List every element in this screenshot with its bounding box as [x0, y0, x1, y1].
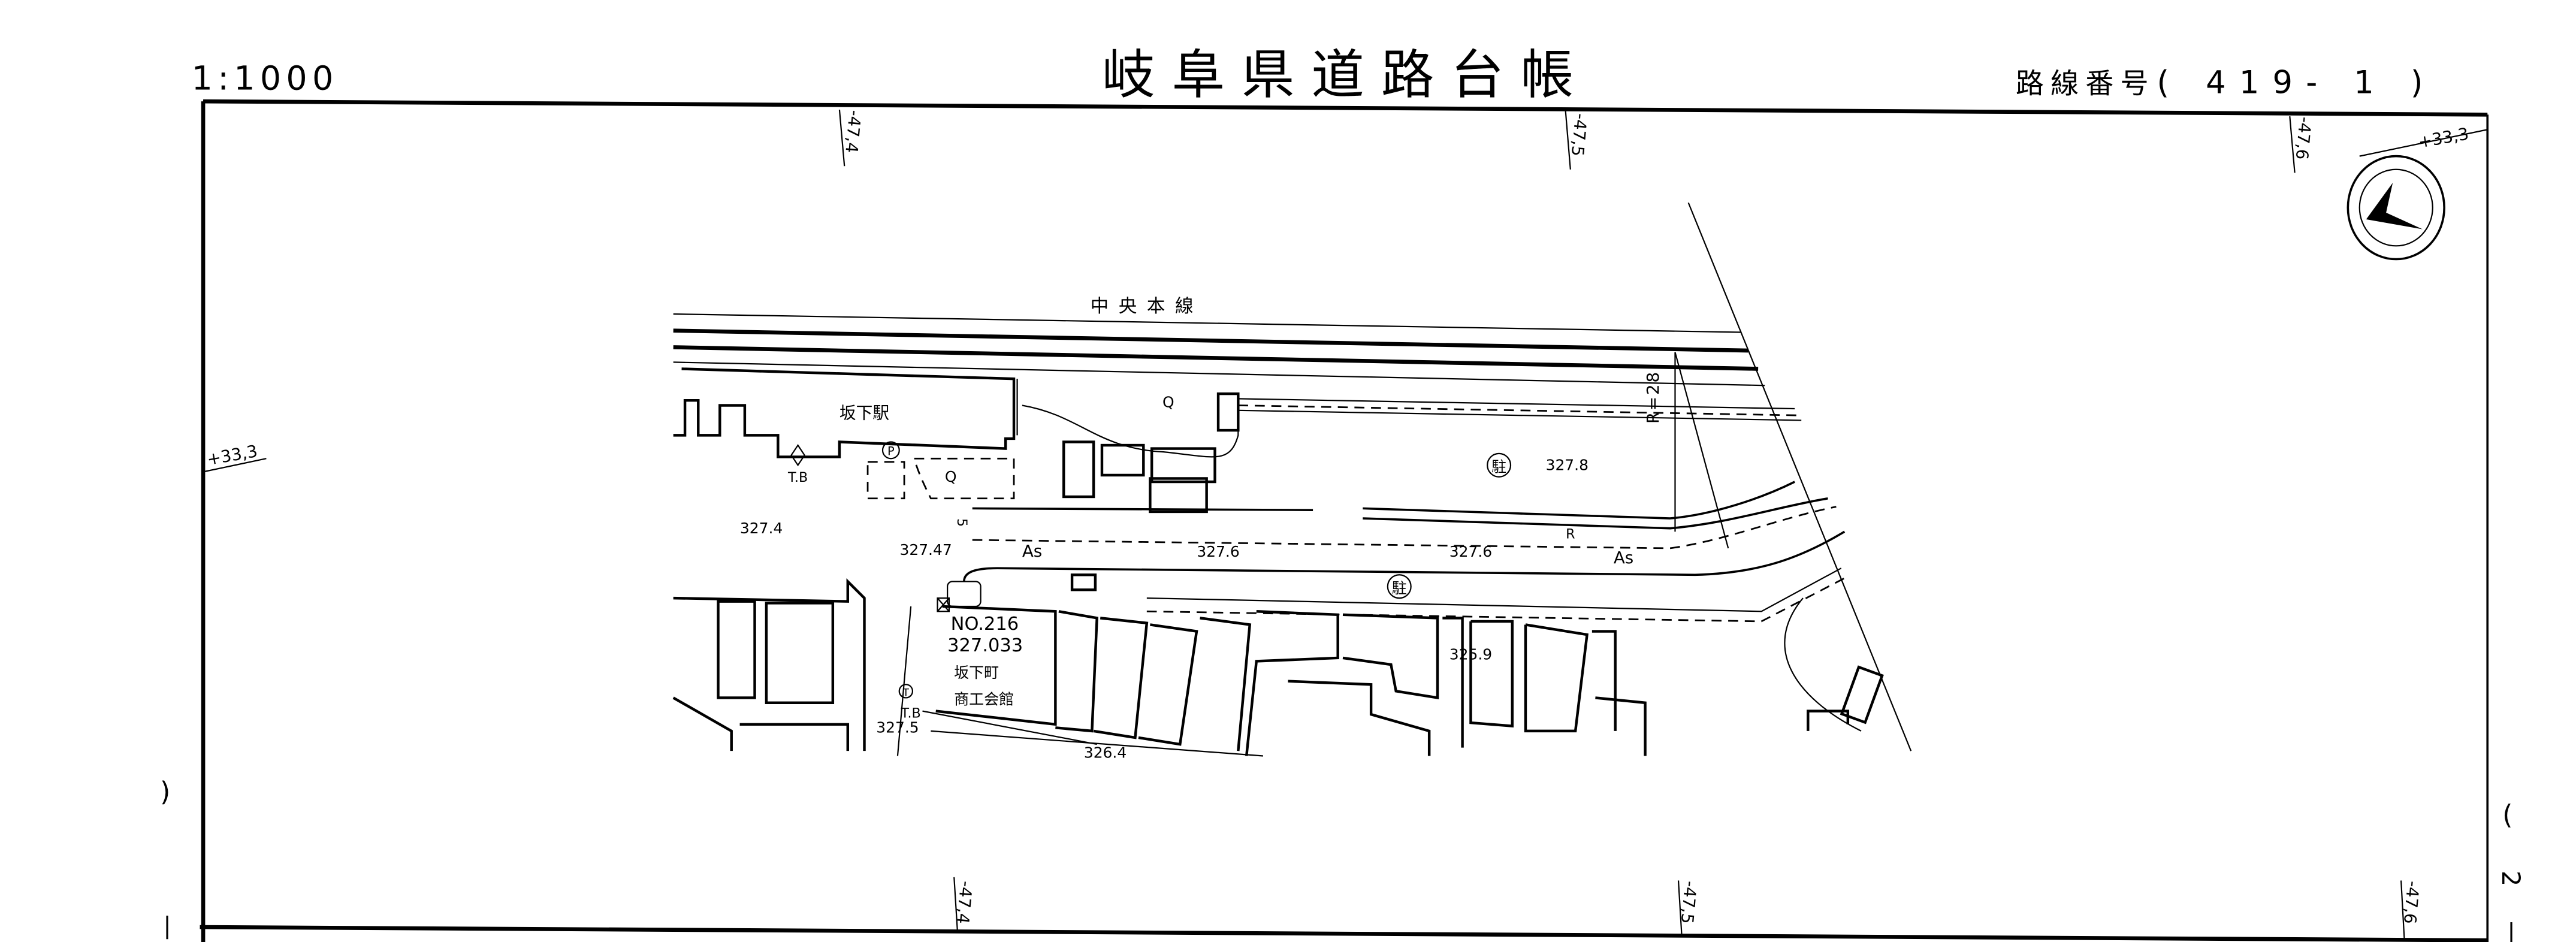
elevation-325-9: 325.9 [1449, 646, 1492, 663]
benchmark-number: NO.216 [951, 614, 1019, 635]
telephone-icon [898, 684, 914, 699]
parking-label-1: 駐 [1491, 458, 1506, 475]
curve-radius-label: R=28 [1643, 370, 1663, 424]
station-building [673, 367, 1240, 514]
right-margin-mark-3: | [2508, 919, 2515, 942]
tb-label-1: T.B [787, 470, 808, 485]
elevation-327-8: 327.8 [1546, 457, 1589, 474]
elevation-327-5: 327.5 [876, 719, 919, 736]
surface-as-1: As [1022, 541, 1042, 561]
grid-label-top-3: -47,6 [2292, 116, 2315, 160]
left-margin-mark-2: | [164, 913, 171, 940]
south-buildings [672, 578, 1884, 757]
road-outline [963, 481, 1862, 732]
parking-p-icon [881, 441, 900, 460]
parking-label-2: 駐 [1392, 579, 1407, 597]
scale-label: 1:1000 [192, 60, 339, 98]
grid-label-bottom-1: -47,4 [953, 880, 976, 925]
triangulation-point-icon [790, 444, 806, 467]
parking-icon-1 [1487, 452, 1512, 478]
elevation-326-4: 326.4 [1084, 744, 1127, 761]
railway-label: 中央本線 [1091, 296, 1203, 317]
elevation-327-4: 327.4 [740, 520, 783, 537]
q-label-2: Q [945, 468, 957, 485]
parking-icon-2 [1387, 574, 1412, 599]
hall-label-line2: 商工会館 [954, 691, 1014, 708]
elevation-327-6b: 327.6 [1449, 543, 1492, 560]
boundary-line [1687, 202, 1912, 751]
route-number: ( 419- 1 ) [2157, 64, 2436, 101]
surface-as-2: As [1614, 548, 1633, 567]
grid-ticks-top: -47,4 -47,5 -47,6 [838, 109, 2315, 173]
page-title: 岐阜県道路台帳 [1102, 44, 1590, 105]
right-margin-mark-1: ( [2502, 800, 2512, 831]
grid-label-left: +33,3 [206, 441, 259, 469]
grid-label-top-1: -47,4 [841, 109, 865, 153]
map-frame [200, 99, 2489, 943]
benchmark-elevation: 327.033 [947, 635, 1023, 656]
elevation-327-47: 327.47 [899, 541, 952, 558]
q-label-1: Q [1162, 393, 1174, 410]
left-margin-mark-1: ) [160, 777, 170, 807]
hall-label-line1: 坂下町 [954, 664, 999, 681]
elevation-327-6a: 327.6 [1197, 543, 1239, 560]
station-label: 坂下駅 [839, 403, 889, 423]
north-arrow-icon [2347, 155, 2445, 261]
grid-label-bottom-2: -47,5 [1677, 880, 1701, 925]
telephone-label: T [902, 687, 910, 699]
railway-lines [673, 313, 1802, 421]
grid-label-top-2: -47,5 [1568, 113, 1591, 157]
tb-label-2: T.B [901, 706, 921, 721]
grid-label-bottom-3: -47,6 [2400, 880, 2423, 925]
grid-ticks-bottom: -47,4 -47,5 -47,6 [953, 877, 2423, 941]
parking-p-label: P [887, 445, 895, 458]
small-structure [1070, 573, 1097, 591]
r-mark: R [1566, 526, 1575, 542]
route-label: 路線番号 [2016, 67, 2155, 100]
grid-label-right: +33,3 [2417, 123, 2470, 152]
right-margin-mark-2: 2 [2496, 871, 2526, 886]
pole-symbol [947, 581, 982, 608]
side-mark: 5 [954, 518, 970, 527]
